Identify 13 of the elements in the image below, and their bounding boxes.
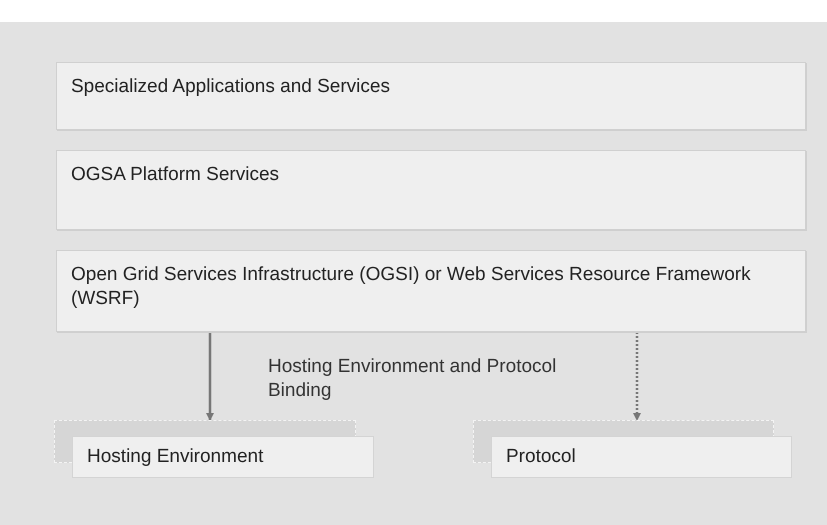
arrow xyxy=(206,332,214,421)
stacked-box xyxy=(54,420,374,478)
node-text: Specialized Applications and Services xyxy=(71,75,391,99)
binding-label: Hosting Environment and Protocol Binding xyxy=(268,355,558,403)
node-text: OGSA Platform Services xyxy=(71,163,280,187)
layer-box xyxy=(56,150,806,230)
node-text: Protocol xyxy=(506,445,577,469)
arrow xyxy=(633,332,641,421)
stacked-box xyxy=(473,420,792,478)
node-text: Open Grid Services Infrastructure (OGSI) or Web Services Resource Framework (WSRF) xyxy=(71,263,752,311)
node-text: Hosting Environment xyxy=(87,445,264,469)
layer-box xyxy=(56,250,806,332)
layer-box xyxy=(56,62,806,130)
